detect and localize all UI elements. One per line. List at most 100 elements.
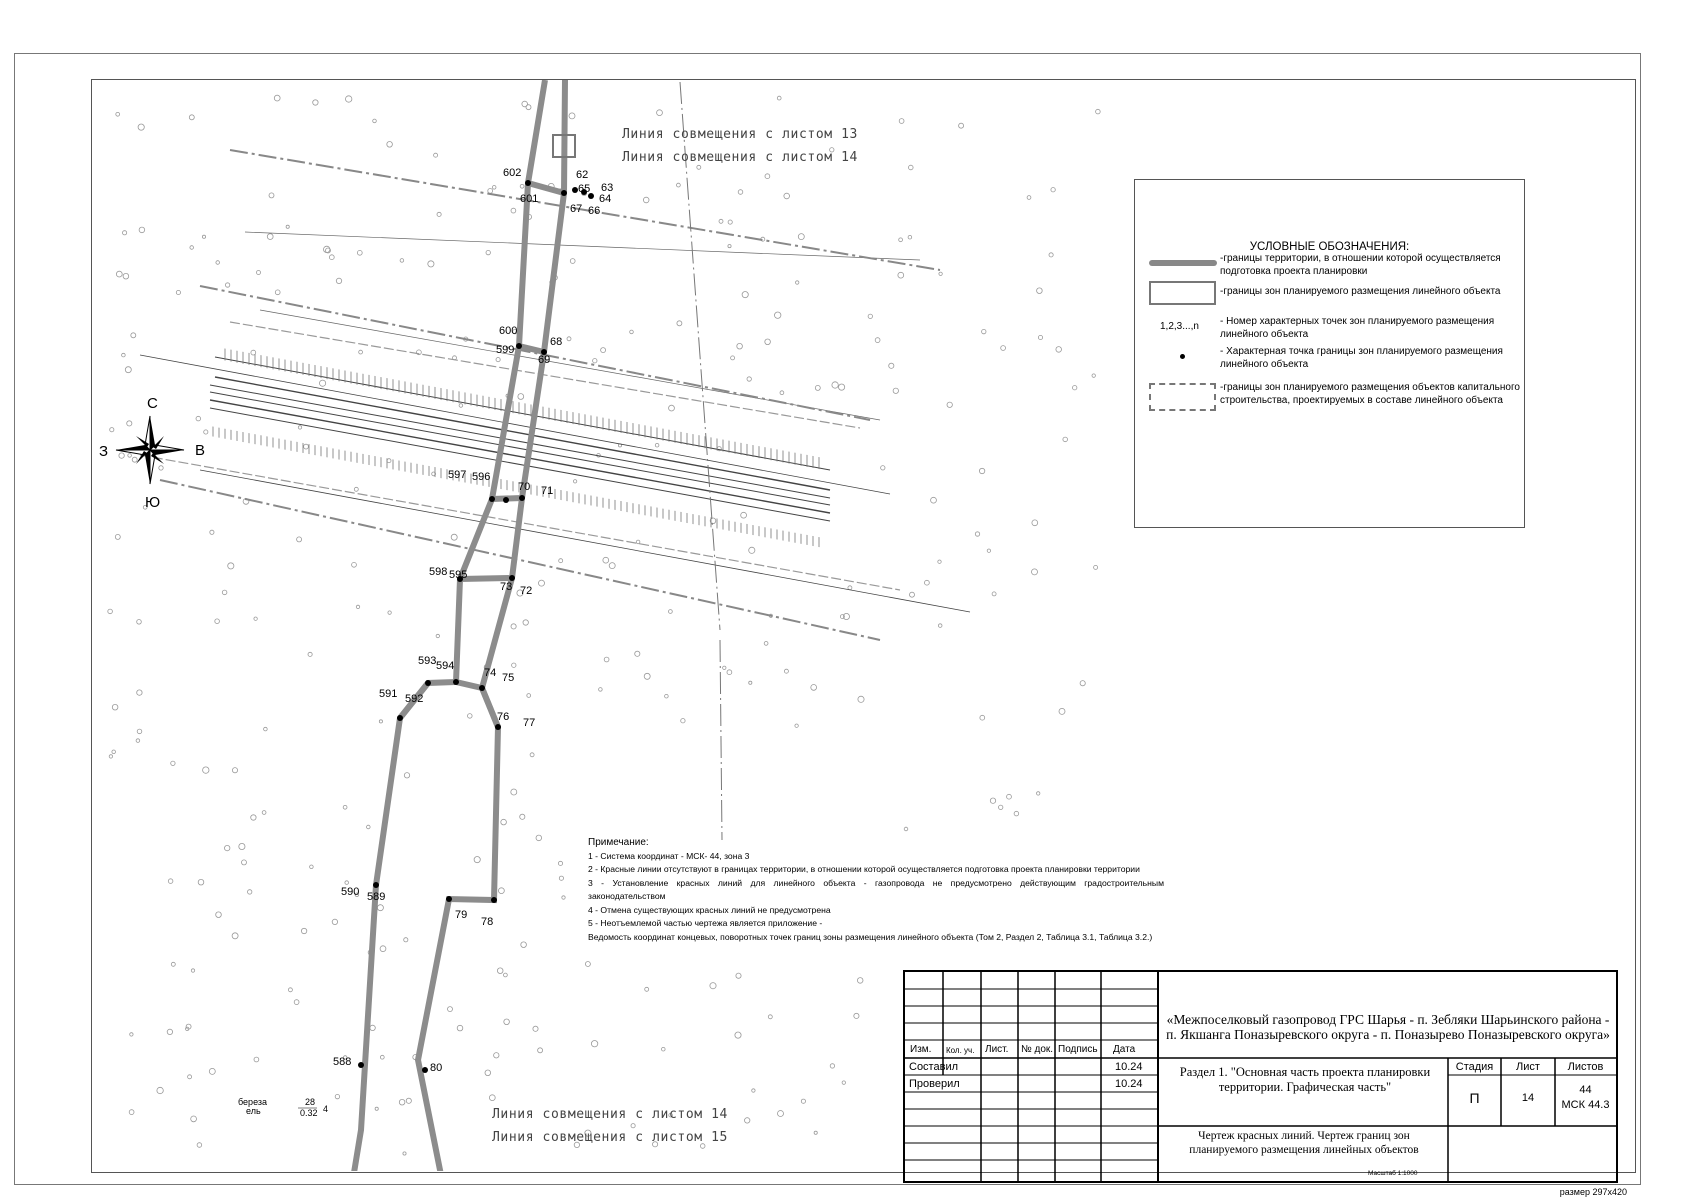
note-item: 3 - Установление красных линий для линей… xyxy=(588,877,1164,902)
legend-boundary-symbol xyxy=(1149,260,1217,266)
svg-text:ель: ель xyxy=(246,1106,261,1116)
legend-box: УСЛОВНЫЕ ОБОЗНАЧЕНИЯ: -границы территори… xyxy=(1134,179,1525,528)
point-label: 64 xyxy=(599,193,611,205)
point-label: 70 xyxy=(518,481,530,493)
characteristic-point xyxy=(373,882,379,888)
point-label: 590 xyxy=(341,886,359,898)
characteristic-point xyxy=(541,349,547,355)
point-label: 591 xyxy=(379,688,397,700)
characteristic-point xyxy=(572,187,578,193)
legend-title: УСЛОВНЫЕ ОБОЗНАЧЕНИЯ: xyxy=(1249,241,1410,253)
point-label: 599 xyxy=(496,344,514,356)
legend-point-number-symbol: 1,2,3...,n xyxy=(1160,321,1199,332)
characteristic-point xyxy=(491,897,497,903)
paper-size-label: размер 297х420 xyxy=(1559,1187,1627,1197)
point-label: 77 xyxy=(523,717,535,729)
characteristic-point xyxy=(581,189,587,195)
listov-header: Листов xyxy=(1567,1061,1604,1073)
note-item: Ведомость координат концевых, поворотных… xyxy=(588,931,1153,942)
note-item: 2 - Красные линии отсутствуют в границах… xyxy=(588,864,1140,874)
date-value: 10.24 xyxy=(1115,1061,1143,1073)
characteristic-point xyxy=(503,497,509,503)
scale-label: Масштаб 1:1000 xyxy=(1368,1170,1418,1177)
svg-text:береза: береза xyxy=(238,1097,267,1107)
characteristic-point xyxy=(519,495,525,501)
legend-item: - Номер характерных точек зон планируемо… xyxy=(1220,316,1495,340)
match-line-label: Линия совмещения с листом 13 xyxy=(622,127,858,142)
compass-west-label: З xyxy=(99,443,108,460)
point-label: 597 xyxy=(448,469,466,481)
point-label: 66 xyxy=(588,205,600,217)
compass-north-label: С xyxy=(147,395,158,412)
characteristic-point xyxy=(358,1062,364,1068)
svg-text:4: 4 xyxy=(323,1104,328,1114)
legend-item: -границы территории, в отношении которой… xyxy=(1220,253,1501,277)
date-value: 10.24 xyxy=(1115,1078,1143,1090)
col-podp: Подпись xyxy=(1058,1044,1098,1055)
listov-value: 44 xyxy=(1579,1084,1592,1096)
point-label: 602 xyxy=(503,167,521,179)
point-label: 78 xyxy=(481,916,493,928)
col-data: Дата xyxy=(1113,1044,1136,1055)
col-ndok: № док. xyxy=(1021,1044,1054,1055)
point-label: 594 xyxy=(436,660,454,672)
point-label: 600 xyxy=(499,325,517,337)
characteristic-point xyxy=(479,685,485,691)
title-block-grid xyxy=(905,972,1616,1181)
title-block: Изм. Кол. уч. Лист. № док. Подпись Дата … xyxy=(903,970,1618,1183)
characteristic-point xyxy=(425,680,431,686)
characteristic-point xyxy=(525,180,531,186)
stadia-value: П xyxy=(1469,1090,1480,1106)
tree-annotation: береза ель 28 0.32 4 xyxy=(238,1097,328,1118)
point-label: 595 xyxy=(449,569,467,581)
legend-point-symbol xyxy=(1180,354,1185,359)
compass-rose-icon xyxy=(115,415,185,485)
project-title: «Межпоселковый газопровод ГРС Шарья - п.… xyxy=(1166,1012,1610,1042)
point-label: 601 xyxy=(520,193,538,205)
structure-square xyxy=(552,134,576,158)
section-title: Раздел 1. "Основная часть проекта планир… xyxy=(1179,1065,1431,1094)
notes-heading: Примечание: xyxy=(588,837,649,848)
point-label: 596 xyxy=(472,471,490,483)
compass-south-label: Ю xyxy=(145,494,160,511)
point-label: 68 xyxy=(550,336,562,348)
point-label: 69 xyxy=(538,354,550,366)
characteristic-point xyxy=(509,575,515,581)
proveril-label: Проверил xyxy=(909,1078,960,1090)
col-kol: Кол. уч. xyxy=(946,1046,975,1055)
point-label: 63 xyxy=(601,182,613,194)
point-label: 67 xyxy=(570,203,582,215)
point-label: 76 xyxy=(497,711,509,723)
point-label: 75 xyxy=(502,672,514,684)
col-list: Лист. xyxy=(985,1044,1009,1055)
point-label: 588 xyxy=(333,1056,351,1068)
point-label: 71 xyxy=(541,485,553,497)
point-label: 65 xyxy=(578,183,590,195)
point-label: 74 xyxy=(484,667,496,679)
characteristic-point xyxy=(588,193,594,199)
road-corridor xyxy=(139,81,971,841)
note-item: 4 - Отмена существующих красных линий не… xyxy=(588,904,831,915)
svg-text:28: 28 xyxy=(305,1097,315,1107)
list-header: Лист xyxy=(1516,1061,1540,1073)
drawing-title: Чертеж красных линий. Чертеж границ зон … xyxy=(1189,1130,1419,1156)
point-label: 598 xyxy=(429,566,447,578)
characteristic-point xyxy=(397,715,403,721)
legend-item: -границы зон планируемого размещения лин… xyxy=(1220,286,1501,297)
point-label: 62 xyxy=(576,169,588,181)
point-label: 589 xyxy=(367,891,385,903)
coordinate-system: МСК 44.3 xyxy=(1561,1099,1610,1111)
point-label: 592 xyxy=(405,693,423,705)
characteristic-point xyxy=(561,190,567,196)
characteristic-point xyxy=(453,679,459,685)
characteristic-point xyxy=(446,896,452,902)
point-label: 79 xyxy=(455,909,467,921)
compass-east-label: В xyxy=(195,442,205,459)
characteristic-points xyxy=(358,180,594,1073)
point-label: 72 xyxy=(520,585,532,597)
point-label: 80 xyxy=(430,1062,442,1074)
planning-boundary xyxy=(351,80,568,1171)
legend-item: -границы зон планируемого размещения объ… xyxy=(1220,382,1520,406)
col-izm: Изм. xyxy=(910,1044,932,1055)
